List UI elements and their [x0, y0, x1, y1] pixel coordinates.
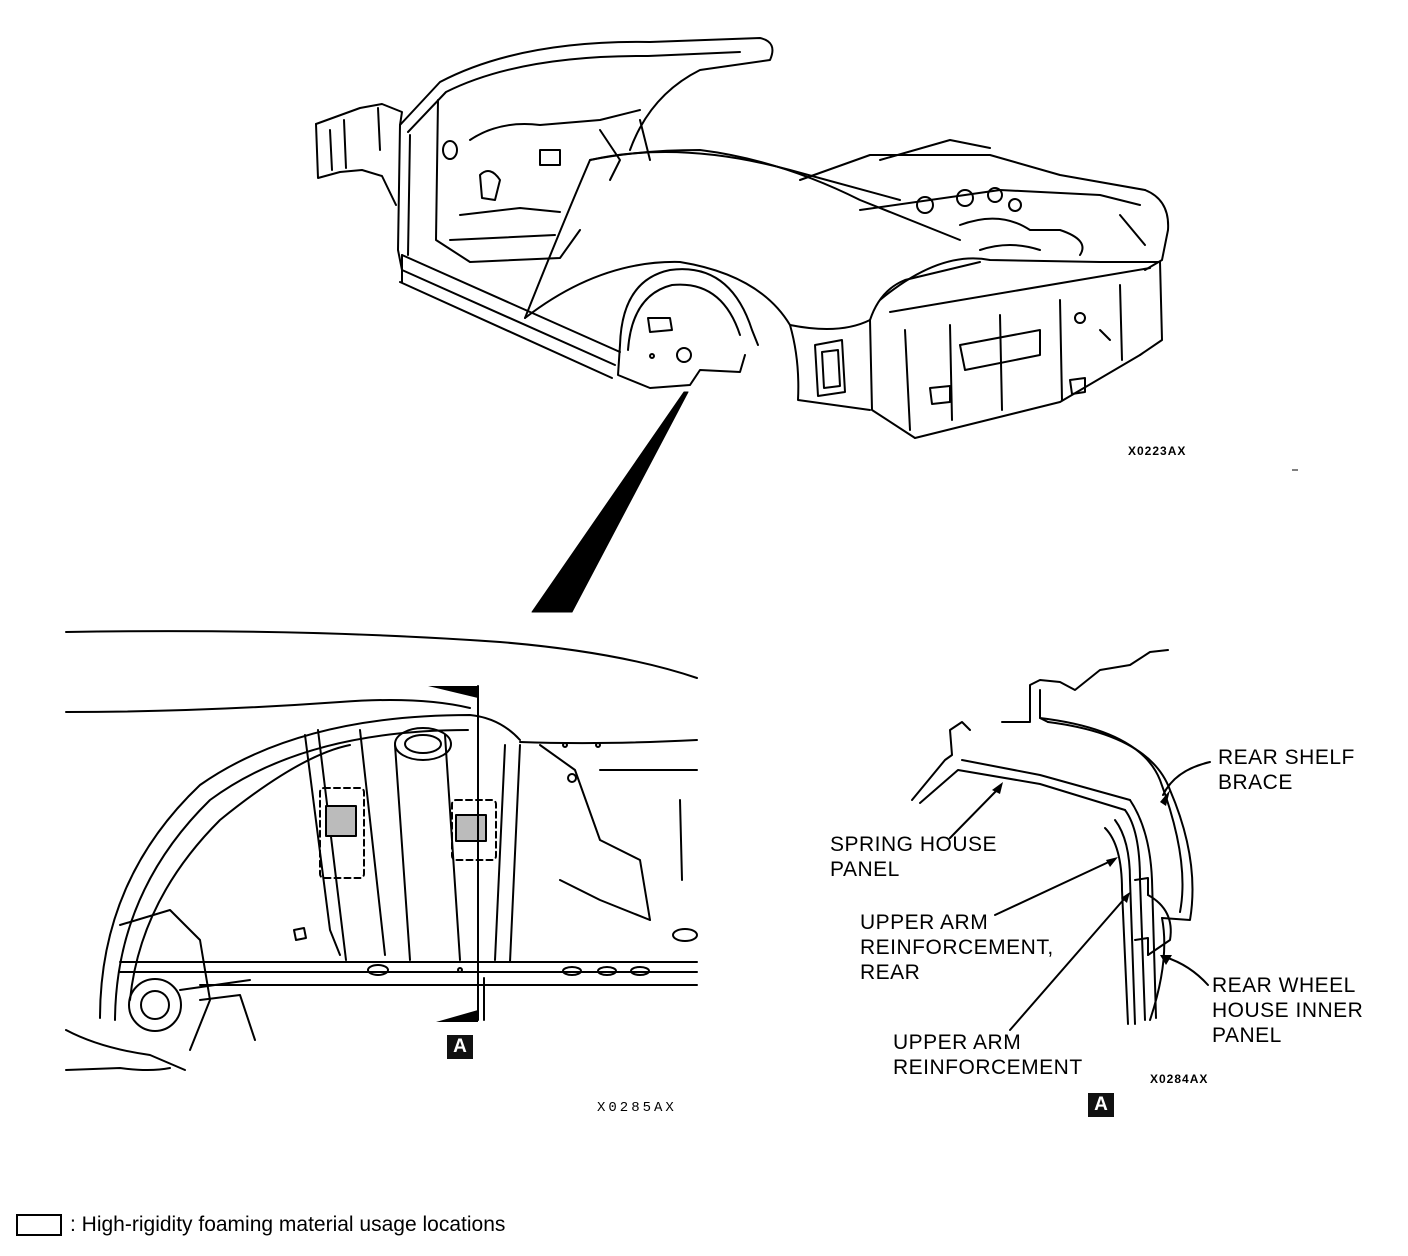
- label-rear-shelf-brace: REAR SHELF BRACE: [1218, 745, 1355, 795]
- figure-code-section: X0284AX: [1150, 1072, 1209, 1086]
- label-line: HOUSE INNER: [1212, 999, 1364, 1022]
- label-line: UPPER ARM: [893, 1031, 1022, 1054]
- label-line: REAR SHELF: [1218, 746, 1355, 769]
- legend-text: : High-rigidity foaming material usage l…: [70, 1213, 506, 1236]
- label-line: PANEL: [830, 858, 900, 881]
- label-upper-arm-reinforcement-rear: UPPER ARM REINFORCEMENT, REAR: [860, 910, 1054, 985]
- label-rear-wheel-house-inner-panel: REAR WHEEL HOUSE INNER PANEL: [1212, 973, 1363, 1048]
- figure-code-overview: X0223AX: [1128, 444, 1187, 458]
- label-upper-arm-reinforcement: UPPER ARM REINFORCEMENT: [893, 1030, 1083, 1080]
- section-a-view: [911, 649, 1194, 1025]
- label-line: PANEL: [1212, 1024, 1282, 1047]
- label-line: SPRING HOUSE: [830, 833, 998, 856]
- label-line: REAR WHEEL: [1212, 974, 1356, 997]
- label-line: REAR: [860, 961, 921, 984]
- section-arrow-bottom: [436, 1010, 478, 1022]
- leader-arrowheads: [992, 782, 1172, 965]
- legend: : High-rigidity foaming material usage l…: [16, 1210, 505, 1240]
- figure-code-detail: X0285AX: [597, 1100, 677, 1116]
- section-marker-detail: A: [447, 1035, 473, 1059]
- label-spring-house-panel: SPRING HOUSE PANEL: [830, 832, 997, 882]
- wheelhouse-detail-view: [65, 630, 698, 1071]
- label-line: REINFORCEMENT,: [860, 936, 1054, 959]
- section-marker-section: A: [1088, 1093, 1114, 1117]
- leader-lines: [949, 761, 1211, 1031]
- body-shell-overview: [315, 37, 1170, 439]
- label-line: BRACE: [1218, 771, 1293, 794]
- detail-pointer-wedge: [531, 391, 689, 613]
- label-line: REINFORCEMENT: [893, 1056, 1083, 1079]
- section-arrow-top: [428, 686, 478, 698]
- label-line: UPPER ARM: [860, 911, 989, 934]
- legend-swatch: [16, 1214, 62, 1236]
